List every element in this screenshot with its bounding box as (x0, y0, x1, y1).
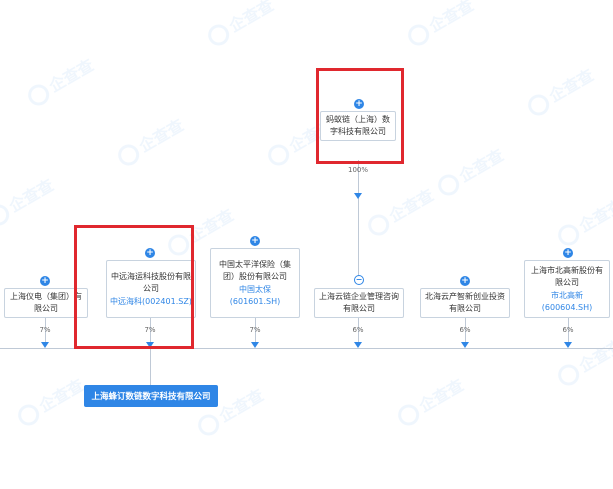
shareholder-percent-1: 7% (144, 326, 156, 334)
expand-shareholder-1-icon[interactable]: + (145, 248, 155, 258)
down-arrow-icon-5 (564, 342, 572, 348)
svg-text:企查查: 企查查 (215, 385, 267, 426)
drop-line-5 (568, 318, 569, 342)
svg-text:企查查: 企查查 (135, 115, 187, 156)
svg-text:企查查: 企查查 (545, 65, 597, 106)
parent-company-node[interactable]: 蚂蚁链（上海）数字科技有限公司 (320, 111, 396, 141)
svg-text:企查查: 企查查 (575, 335, 613, 376)
watermark-logo: 企查查 (528, 65, 597, 116)
watermark-logo: 企查查 (18, 375, 87, 426)
watermark-logo: 企查查 (438, 145, 507, 196)
shareholder-node-5[interactable]: 上海市北高新股份有限公司 市北高新(600604.SH) (524, 260, 610, 318)
shareholder-node-3[interactable]: 上海云链企业管理咨询有限公司 (314, 288, 404, 318)
expand-shareholder-4-icon[interactable]: + (460, 276, 470, 286)
shareholder-percent-4: 6% (459, 326, 471, 334)
expand-shareholder-0-icon[interactable]: + (40, 276, 50, 286)
down-arrow-icon-2 (251, 342, 259, 348)
parent-down-arrow-icon (354, 193, 362, 199)
down-arrow-icon-4 (461, 342, 469, 348)
watermark-logo: 企查查 (28, 55, 97, 106)
horizontal-bus-line (0, 348, 613, 349)
shareholder-stock-5[interactable]: 市北高新(600604.SH) (541, 290, 593, 312)
svg-text:企查查: 企查查 (455, 145, 507, 186)
parent-percent: 100% (347, 166, 368, 174)
svg-text:企查查: 企查查 (385, 185, 437, 226)
drop-line-3 (358, 318, 359, 342)
shareholder-node-4[interactable]: 北海云产智新创业投资有限公司 (420, 288, 510, 318)
shareholder-name-0: 上海仪电（集团）有限公司 (10, 292, 82, 313)
drop-line-1 (150, 318, 151, 342)
down-arrow-icon-0 (41, 342, 49, 348)
target-company-node[interactable]: 上海蜂订数链数字科技有限公司 (84, 385, 218, 407)
watermark-logo: 企查查 (368, 185, 437, 236)
shareholder-name-4: 北海云产智新创业投资有限公司 (425, 292, 505, 313)
shareholder-percent-5: 6% (562, 326, 574, 334)
shareholder-name-5: 上海市北高新股份有限公司 (531, 265, 603, 287)
parent-company-name: 蚂蚁链（上海）数字科技有限公司 (326, 115, 390, 136)
watermark-logo: 企查查 (208, 0, 277, 46)
shareholder-percent-0: 7% (39, 326, 51, 334)
drop-line-2 (255, 318, 256, 342)
shareholder-percent-2: 7% (249, 326, 261, 334)
watermark-logo: 企查查 (118, 115, 187, 166)
shareholder-name-3: 上海云链企业管理咨询有限公司 (319, 292, 399, 313)
shareholder-node-2[interactable]: 中国太平洋保险（集团）股份有限公司 中国太保(601601.SH) (210, 248, 300, 318)
drop-line-4 (465, 318, 466, 342)
watermark-logo: 企查查 (558, 195, 613, 246)
svg-text:企查查: 企查查 (5, 175, 57, 216)
root-connector-line (150, 348, 151, 385)
svg-text:企查查: 企查查 (575, 195, 613, 236)
drop-line-0 (45, 318, 46, 342)
down-arrow-icon-3 (354, 342, 362, 348)
shareholder-stock-1[interactable]: 中远海科(002401.SZ) (110, 296, 192, 306)
shareholder-name-2: 中国太平洋保险（集团）股份有限公司 (219, 259, 291, 281)
shareholder-stock-2[interactable]: 中国太保(601601.SH) (229, 284, 281, 306)
expand-shareholder-5-icon[interactable]: + (563, 248, 573, 258)
collapse-branch-icon[interactable]: − (354, 275, 364, 285)
shareholder-percent-3: 6% (352, 326, 364, 334)
watermark-logo: 企查查 (408, 0, 477, 46)
down-arrow-icon-1 (146, 342, 154, 348)
expand-parent-icon[interactable]: + (354, 99, 364, 109)
svg-text:企查查: 企查查 (415, 375, 467, 416)
svg-text:企查查: 企查查 (425, 0, 477, 36)
watermark-logo: 企查查 (398, 375, 467, 426)
shareholder-node-1[interactable]: 中远海运科技股份有限公司 中远海科(002401.SZ) (106, 260, 196, 318)
watermark-logo: 企查查 (0, 175, 57, 226)
shareholder-name-1: 中远海运科技股份有限公司 (111, 271, 191, 293)
svg-text:企查查: 企查查 (225, 0, 277, 36)
highlight-box-shareholder-1 (74, 225, 194, 349)
svg-text:企查查: 企查查 (45, 55, 97, 96)
highlight-box-parent (316, 68, 404, 164)
parent-connector-line (358, 160, 359, 278)
expand-shareholder-2-icon[interactable]: + (250, 236, 260, 246)
svg-text:企查查: 企查查 (35, 375, 87, 416)
